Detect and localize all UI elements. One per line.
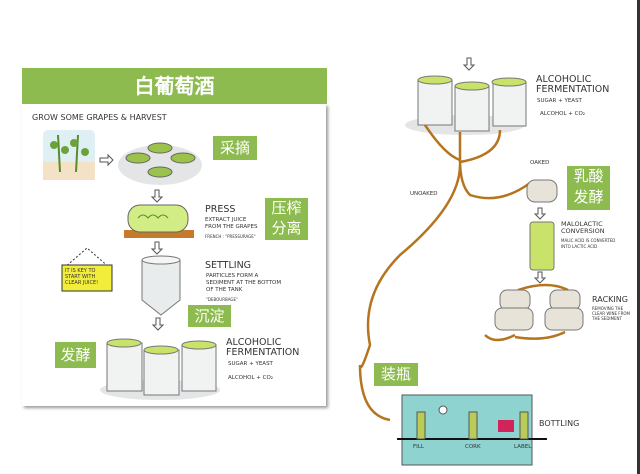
arrow-down-icon <box>150 189 164 203</box>
tag-line2: 发酵 <box>573 188 604 206</box>
press-note: FRENCH : "PRESSURAGE" <box>205 234 256 239</box>
malolactic-desc: MALIC ACID IS CONVERTED INTO LACTIC ACID <box>561 238 616 249</box>
title-line1: ALCOHOLIC <box>226 337 282 348</box>
oaked-label: OAKED <box>530 160 550 166</box>
settling-note: "DEBOURBAGE" <box>206 297 238 302</box>
title-line1: MALOLACTIC <box>561 220 603 228</box>
left-eq1: SUGAR + YEAST <box>228 361 273 367</box>
station-label: LABEL <box>514 444 532 450</box>
arrow-down-icon <box>533 271 547 284</box>
tag-malolactic: 乳酸发酵 <box>567 166 610 210</box>
title-line2: CONVERSION <box>561 227 605 235</box>
hoses <box>358 124 569 422</box>
left-eq2: ALCOHOL + CO₂ <box>228 375 274 381</box>
tag-press: 压榨分离 <box>265 198 308 240</box>
racking-desc: REMOVING THE CLEAR WINE FROM THE SEDIMEN… <box>592 306 630 321</box>
tag-press-line1: 压榨 <box>271 199 302 217</box>
malolactic-container <box>529 207 555 284</box>
right-eq2: ALCOHOL + CO₂ <box>540 111 586 117</box>
title-line1: ALCOHOLIC <box>536 74 592 85</box>
grow-harvest-label: GROW SOME GRAPES & HARVEST <box>32 113 167 122</box>
arrow-down-icon <box>462 57 476 71</box>
title-line2: FERMENTATION <box>536 84 610 95</box>
grape-bowls-illustration <box>118 142 202 185</box>
racking-barrels <box>494 289 584 331</box>
station-cork: CORK <box>465 444 481 450</box>
tag-press-line2: 分离 <box>271 219 302 237</box>
tag-fermentation: 发酵 <box>55 342 96 368</box>
grapevine-illustration <box>43 130 95 180</box>
oak-barrel <box>526 179 558 203</box>
settling-title: SETTLING <box>205 260 252 271</box>
tag-bottling: 装瓶 <box>374 363 418 386</box>
tag-harvest: 采摘 <box>213 136 257 160</box>
right-edge-border <box>637 0 640 474</box>
unoaked-label: UNOAKED <box>410 191 438 197</box>
press-title: PRESS <box>205 204 236 215</box>
bottling-machine <box>397 394 547 466</box>
sign-illustration <box>61 247 113 292</box>
arrow-right-icon <box>99 153 114 167</box>
station-fill: FILL <box>413 444 424 450</box>
sign-text: IT IS KEY TO START WITH CLEAR JUICE! <box>65 268 99 286</box>
fermentation-tanks-right <box>405 75 527 135</box>
fermentation-tanks-left <box>100 338 220 400</box>
right-eq1: SUGAR + YEAST <box>537 98 582 104</box>
arrow-down-icon <box>151 317 165 331</box>
arrow-down-icon <box>533 207 547 220</box>
press-illustration <box>124 204 194 238</box>
racking-title: RACKING <box>592 295 628 304</box>
settling-desc: PARTICLES FORM A SEDIMENT AT THE BOTTOM … <box>206 273 282 293</box>
arrow-down-icon <box>150 241 164 255</box>
press-desc: EXTRACT JUICE FROM THE GRAPES <box>205 217 258 230</box>
bottling-title: BOTTLING <box>539 419 580 428</box>
page-title: 白葡萄酒 <box>22 68 327 104</box>
title-line2: FERMENTATION <box>226 347 300 358</box>
tag-settling: 沉淀 <box>188 305 231 327</box>
tag-line1: 乳酸 <box>573 167 604 185</box>
settling-tank-illustration <box>141 255 181 316</box>
